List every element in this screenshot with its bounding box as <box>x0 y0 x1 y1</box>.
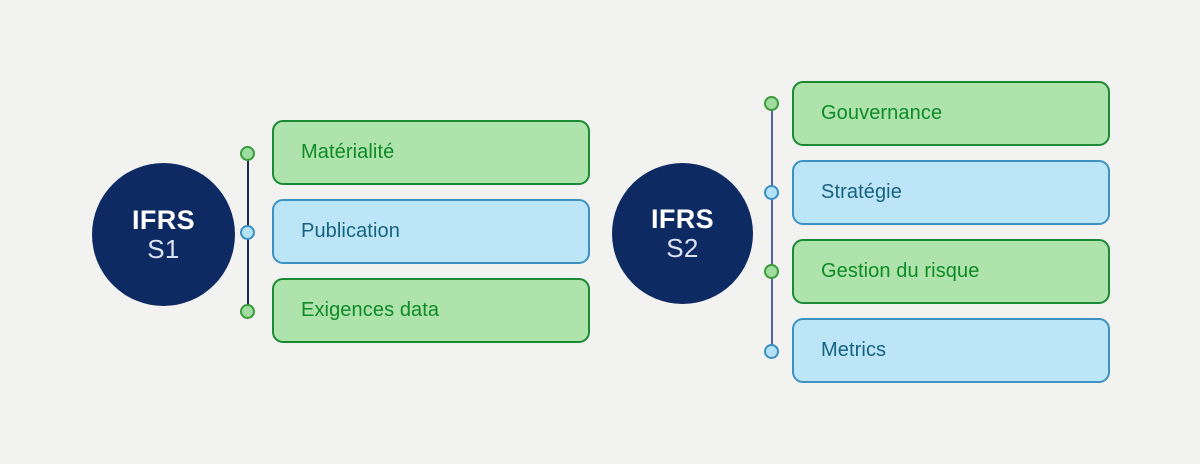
hub-circle-ifrs-s2[interactable]: IFRS S2 <box>612 163 753 304</box>
hub-title-ifrs-s1: IFRS <box>131 205 196 236</box>
connector-rail-ifrs-s2 <box>771 103 773 352</box>
item-pill-gouvernance[interactable]: Gouvernance <box>792 81 1110 146</box>
item-label-metrics: Metrics <box>821 339 887 361</box>
item-label-gestion-du-risque: Gestion du risque <box>821 260 980 282</box>
connector-node-metrics <box>764 344 779 359</box>
connector-node-strategie <box>764 185 779 200</box>
connector-node-exigences-data <box>240 304 255 319</box>
connector-node-gestion-du-risque <box>764 264 779 279</box>
item-pill-materialite[interactable]: Matérialité <box>272 120 590 185</box>
item-pill-strategie[interactable]: Stratégie <box>792 160 1110 225</box>
item-pill-gestion-du-risque[interactable]: Gestion du risque <box>792 239 1110 304</box>
item-label-strategie: Stratégie <box>821 181 902 203</box>
hub-circle-ifrs-s1[interactable]: IFRS S1 <box>92 163 235 306</box>
connector-node-materialite <box>240 146 255 161</box>
item-label-exigences-data: Exigences data <box>301 299 440 321</box>
connector-node-gouvernance <box>764 96 779 111</box>
item-pill-publication[interactable]: Publication <box>272 199 590 264</box>
connector-node-publication <box>240 225 255 240</box>
hub-subtitle-ifrs-s1: S1 <box>147 233 180 264</box>
item-pill-metrics[interactable]: Metrics <box>792 318 1110 383</box>
item-pill-exigences-data[interactable]: Exigences data <box>272 278 590 343</box>
item-label-publication: Publication <box>301 220 400 242</box>
hub-subtitle-ifrs-s2: S2 <box>666 232 699 263</box>
item-label-gouvernance: Gouvernance <box>821 102 943 124</box>
hub-title-ifrs-s2: IFRS <box>650 204 715 235</box>
item-label-materialite: Matérialité <box>301 141 395 163</box>
